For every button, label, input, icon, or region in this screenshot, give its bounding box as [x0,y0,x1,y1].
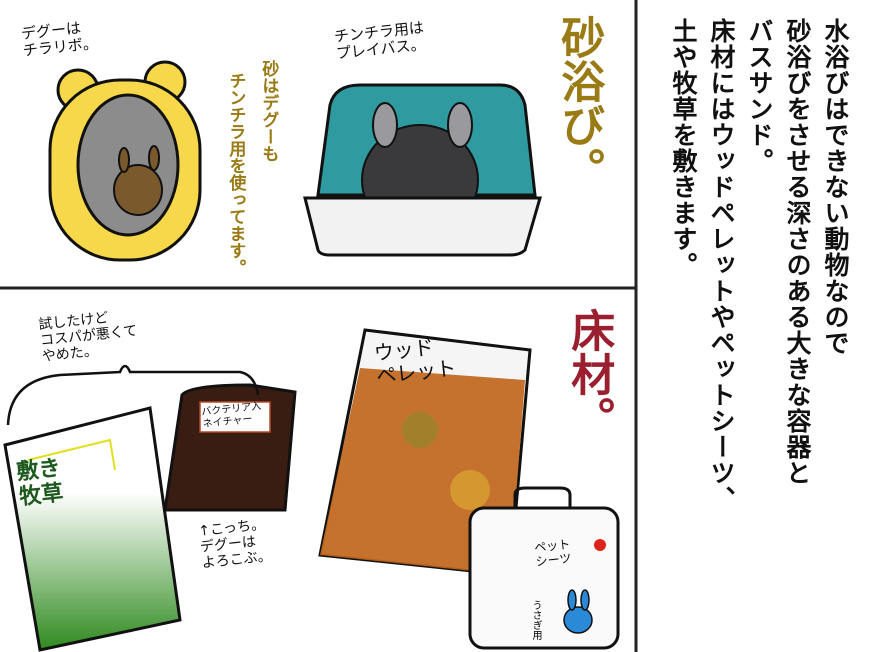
narration-line: 土や牧草を敷きます。 [669,18,698,278]
tried-note: 試したけど コスパが悪くて やめた。 [37,309,139,366]
bedding-heading: 床材。 [563,308,615,440]
pet-sheet-pack-drawing [468,486,620,650]
bear-house-drawing [48,60,202,262]
narration-line: 水浴びはできない動物なので [821,18,850,356]
bacteria-note: ↑こっち。 デグーは よろこぶ。 [197,516,273,572]
narration-line: 床材にはウッドペレットやペットシーツ、 [707,18,736,512]
sand-bath-heading: 砂浴び。 [553,15,605,191]
pet-sheet-sub: うさぎ用 [530,600,541,640]
sand-note-col1: 砂はデグーも [258,60,279,162]
narration-line: 砂浴びをさせる深さのある大きな容器と [783,18,812,486]
narration-text: 水浴びはできない動物なので 砂浴びをさせる深さのある大きな容器と バスサンド。 … [664,18,854,648]
pet-sheet-label: ペット シーツ [533,537,573,569]
hay-label: 敷き 牧草 [15,455,65,511]
narration-line: バスサンド。 [745,18,774,174]
brace-mark [6,364,260,426]
chinchilla-bath-drawing [303,83,542,257]
hay-bag-drawing [3,406,182,652]
pellet-label: ウッド ペレット [372,335,458,389]
bacteria-nature-bag-drawing [163,383,297,512]
sand-note-col2: チンチラ用を使ってます。 [225,72,246,276]
